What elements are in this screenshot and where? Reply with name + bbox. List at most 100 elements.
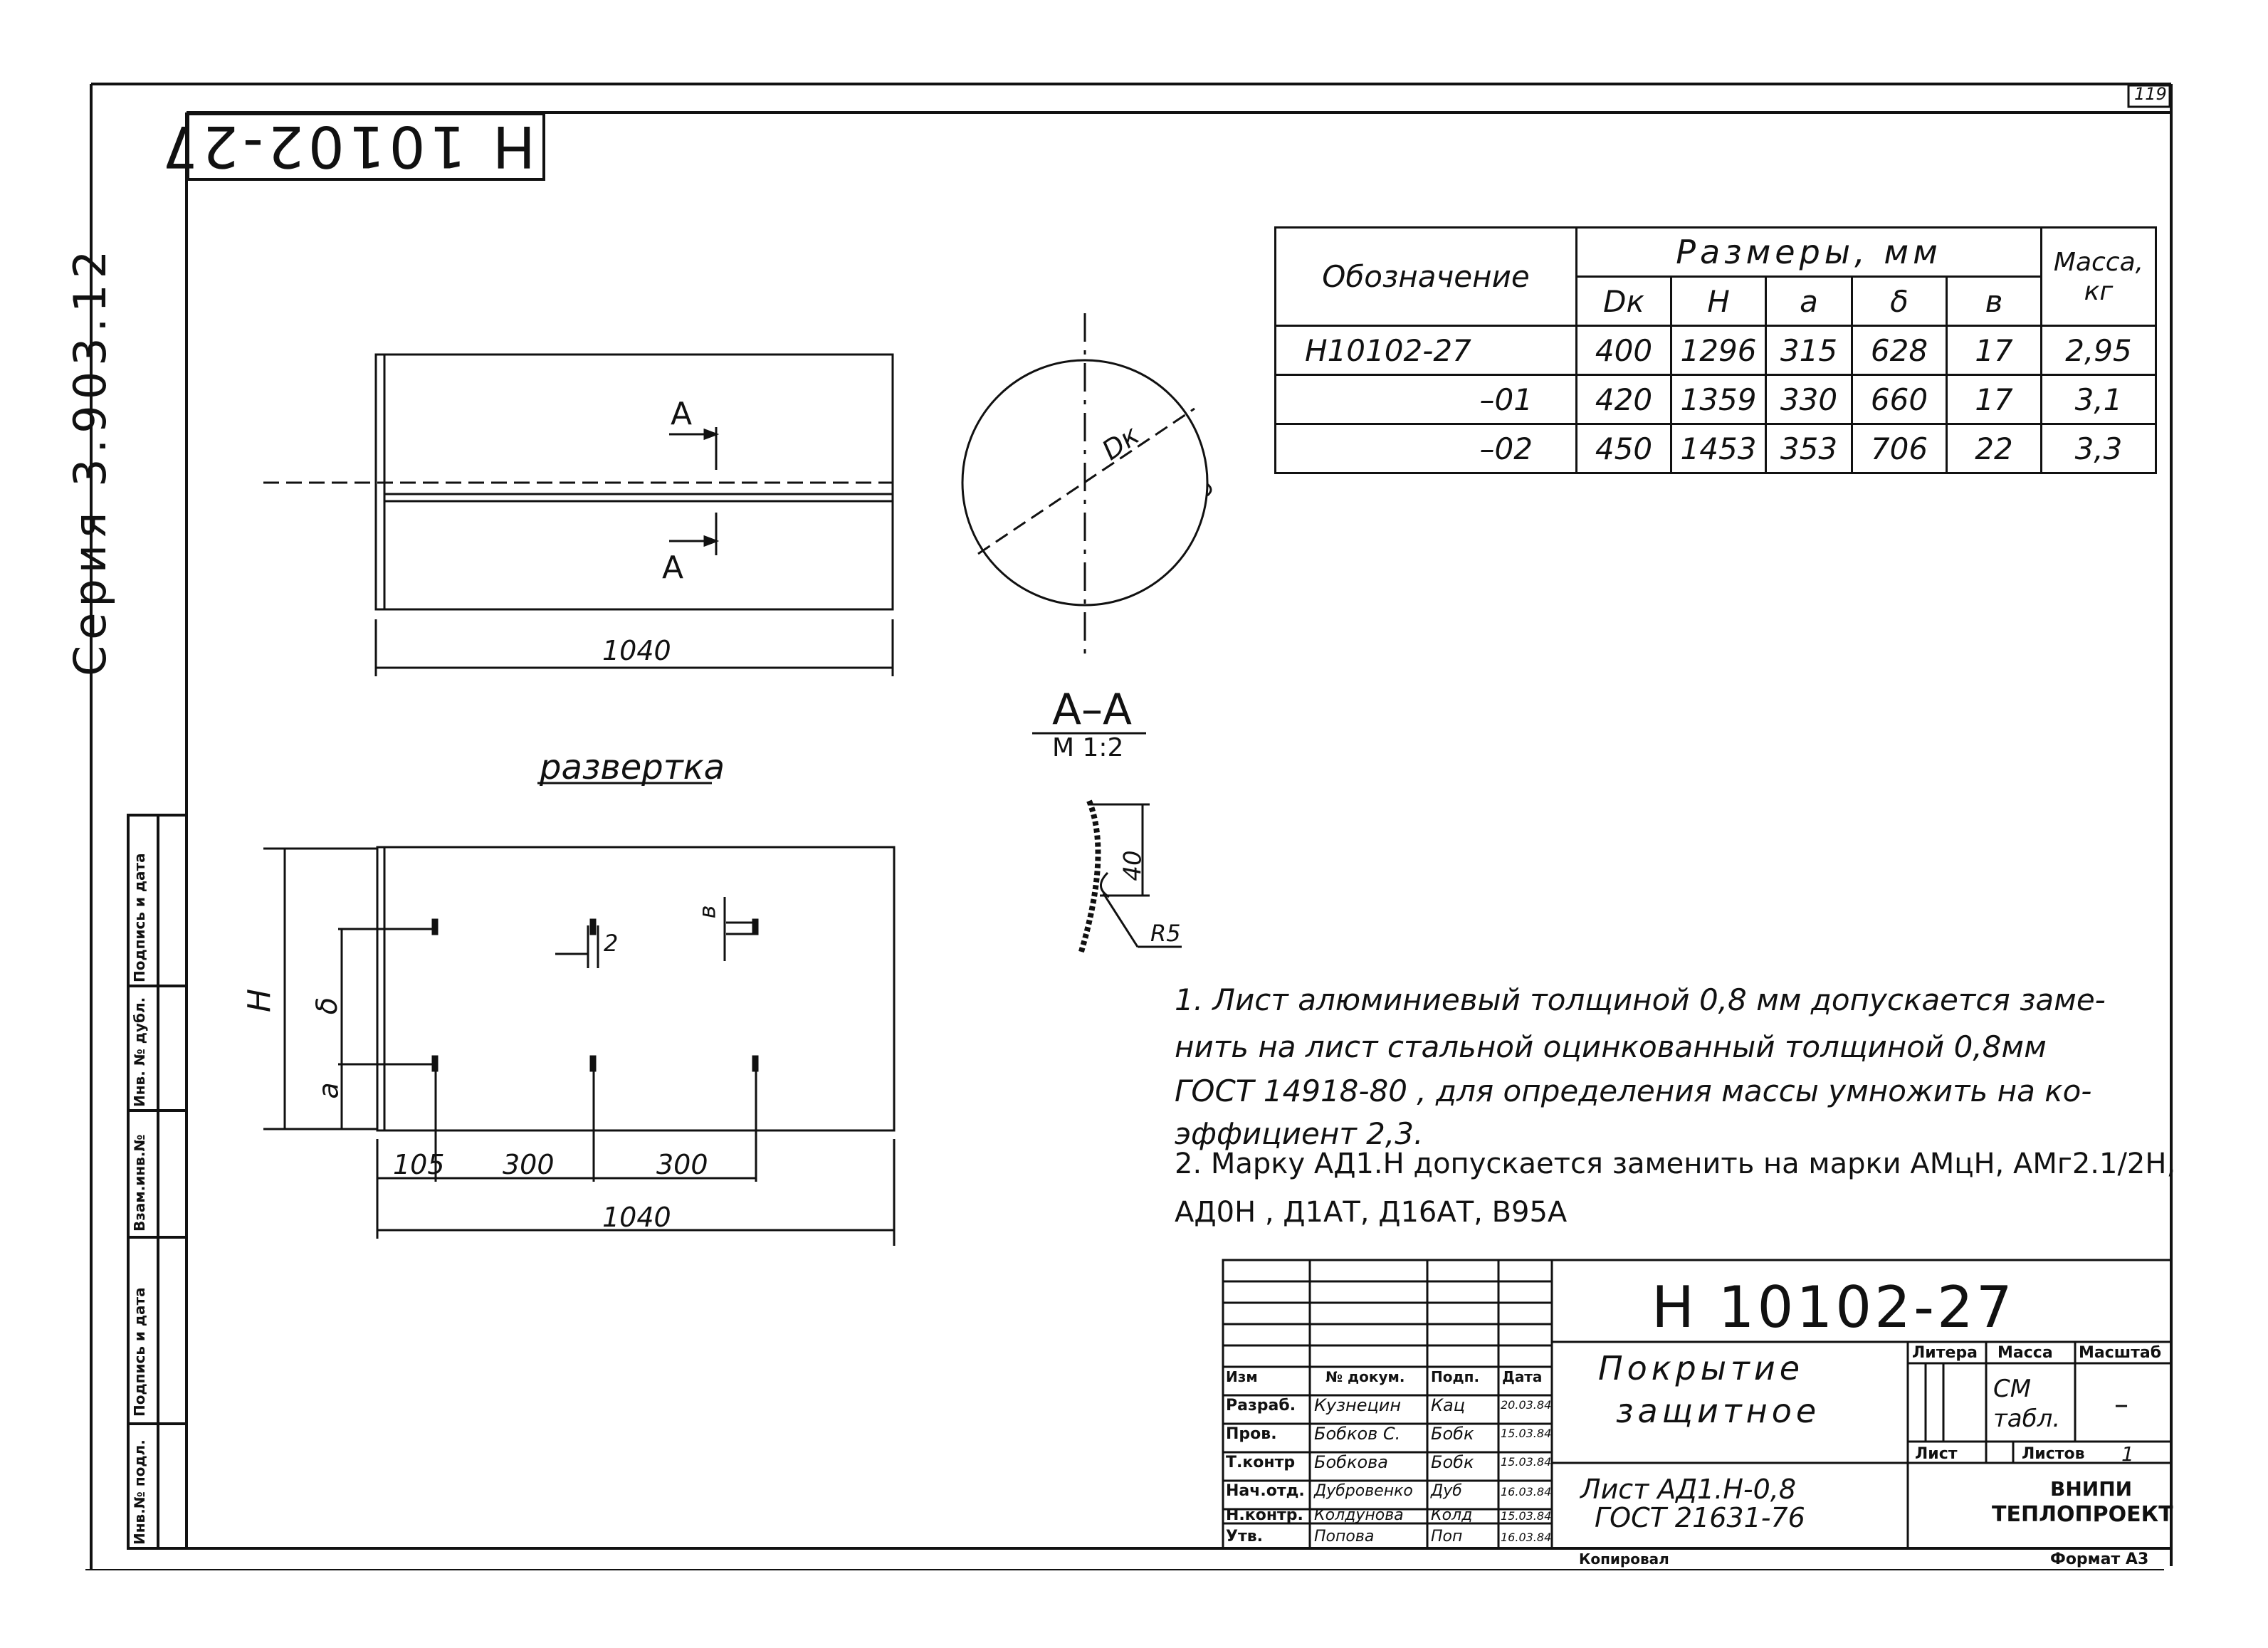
row-b: 17 xyxy=(1946,374,2042,425)
table-row: Н10102-27 400 1296 315 628 17 2,95 xyxy=(1274,325,2157,376)
role-1-sign: Кац xyxy=(1431,1395,1466,1415)
dim-slot-w: 2 xyxy=(604,930,619,957)
role-2-sign: Бобк xyxy=(1431,1424,1474,1444)
circle-view xyxy=(961,313,1212,662)
org-line-2: ТЕПЛОПРОЕКТ xyxy=(1992,1502,2173,1527)
note-line-6: АД0Н , Д1АТ, Д16АТ, В95А xyxy=(1175,1196,1568,1229)
unfold-view xyxy=(263,782,896,1246)
role-5: Н.контр. xyxy=(1226,1506,1303,1524)
col-delta: δ xyxy=(1851,275,1948,327)
copied-label: Копировал xyxy=(1579,1550,1669,1568)
dim-length: 1040 xyxy=(602,635,671,666)
note-line-2: нить на лист стальной оцинкованный толщи… xyxy=(1175,1029,2047,1064)
role-3-sign: Бобк xyxy=(1431,1452,1474,1472)
role-3-name: Бобкова xyxy=(1314,1452,1388,1472)
row-a: 330 xyxy=(1765,374,1853,425)
scale-value: – xyxy=(2114,1388,2128,1421)
row-dk: 420 xyxy=(1575,374,1672,425)
material-line-1: Лист АД1.Н-0,8 xyxy=(1580,1474,1797,1505)
table-row: –02 450 1453 353 706 22 3,3 xyxy=(1274,423,2157,474)
role-2: Пров. xyxy=(1226,1425,1277,1443)
role-1-date: 20.03.84 xyxy=(1501,1398,1552,1412)
col-b: в xyxy=(1946,275,2042,327)
side-stamp-cell-1: Подпись и дата xyxy=(131,853,148,982)
dim-105: 105 xyxy=(393,1149,445,1180)
row-dk: 450 xyxy=(1575,423,1672,474)
header-sizes: Размеры, мм xyxy=(1575,226,2042,278)
role-6: Утв. xyxy=(1226,1528,1263,1545)
role-4-name: Дубровенко xyxy=(1314,1482,1413,1500)
side-view xyxy=(263,353,894,676)
col-h: H xyxy=(1670,275,1767,327)
col-a: a xyxy=(1765,275,1853,327)
col-doc: № докум. xyxy=(1325,1368,1405,1385)
size-table: Обозначение Размеры, мм Масса, кг Dк H a… xyxy=(1274,226,2157,474)
row-h: 1453 xyxy=(1670,423,1767,474)
dim-300-a: 300 xyxy=(503,1149,555,1180)
row-d: 628 xyxy=(1851,325,1948,376)
role-4: Нач.отд. xyxy=(1226,1482,1305,1500)
scale-label: Масштаб xyxy=(2079,1344,2162,1362)
col-date: Дата xyxy=(1502,1368,1543,1385)
table-row: –01 420 1359 330 660 17 3,1 xyxy=(1274,374,2157,425)
series-label: Серия 3.903.12 xyxy=(64,244,116,676)
section-mark-top: А xyxy=(671,396,693,432)
row-h: 1359 xyxy=(1670,374,1767,425)
format-label: Формат А3 xyxy=(2050,1550,2149,1568)
role-5-date: 15.03.84 xyxy=(1501,1509,1552,1523)
role-5-name: Колдунова xyxy=(1314,1506,1404,1524)
row-b: 22 xyxy=(1946,423,2042,474)
sheets-label: Листов xyxy=(2022,1445,2085,1463)
row-name: Н10102-27 xyxy=(1274,325,1577,376)
role-1-name: Кузнецин xyxy=(1314,1395,1402,1415)
rotated-stamp: Н 10102-27 xyxy=(157,113,535,179)
name-line-1: Покрытие xyxy=(1598,1349,1805,1387)
side-stamp-cell-2: Инв. № дубл. xyxy=(131,997,148,1107)
row-a: 315 xyxy=(1765,325,1853,376)
litera-label: Литера xyxy=(1912,1344,1978,1362)
role-4-sign: Дуб xyxy=(1431,1482,1462,1500)
note-line-1: 1. Лист алюминиевый толщиной 0,8 мм допу… xyxy=(1175,982,2106,1017)
row-mass: 2,95 xyxy=(2040,325,2157,376)
row-a: 353 xyxy=(1765,423,1853,474)
mass-value: СМ табл. xyxy=(1993,1375,2061,1433)
section-title: А–А xyxy=(1052,685,1133,735)
section-view xyxy=(1032,732,1182,955)
rotated-stamp-box xyxy=(187,112,545,181)
col-izm: Изм xyxy=(1226,1368,1258,1385)
org-line-1: ВНИПИ xyxy=(2050,1477,2133,1501)
section-radius: R5 xyxy=(1150,920,1181,947)
note-line-5: 2. Марку АД1.Н допускается заменить на м… xyxy=(1175,1148,2176,1180)
header-mass: Масса, кг xyxy=(2040,226,2157,327)
name-line-2: защитное xyxy=(1616,1392,1821,1430)
note-line-3: ГОСТ 14918-80 , для определения массы ум… xyxy=(1175,1074,2092,1108)
row-mass: 3,3 xyxy=(2040,423,2157,474)
row-h: 1296 xyxy=(1670,325,1767,376)
dim-a: а xyxy=(313,1082,345,1099)
role-1: Разраб. xyxy=(1226,1397,1296,1415)
row-b: 17 xyxy=(1946,325,2042,376)
role-3: Т.контр xyxy=(1226,1454,1296,1471)
sheet-number: 119 xyxy=(2134,84,2167,104)
col-sign: Подп. xyxy=(1431,1368,1480,1385)
role-2-name: Бобков С. xyxy=(1314,1424,1401,1444)
dim-delta: δ xyxy=(311,997,345,1015)
unfold-title: развертка xyxy=(540,747,725,787)
row-name: –01 xyxy=(1274,374,1577,425)
dim-h: Н xyxy=(241,988,278,1013)
role-2-date: 15.03.84 xyxy=(1501,1427,1552,1440)
role-6-date: 16.03.84 xyxy=(1501,1531,1552,1544)
role-4-date: 16.03.84 xyxy=(1501,1485,1552,1499)
row-name: –02 xyxy=(1274,423,1577,474)
side-stamp-cell-5: Инв.№ подл. xyxy=(131,1439,148,1545)
sheets-value: 1 xyxy=(2121,1442,2134,1466)
header-designation: Обозначение xyxy=(1274,226,1577,327)
side-stamp-cell-3: Взам.инв.№ xyxy=(131,1134,148,1232)
note-line-4: эффициент 2,3. xyxy=(1175,1116,1424,1151)
role-6-name: Попова xyxy=(1314,1528,1375,1545)
dim-300-b: 300 xyxy=(656,1149,708,1180)
role-3-date: 15.03.84 xyxy=(1501,1455,1552,1469)
mass-label: Масса xyxy=(1997,1344,2053,1362)
row-dk: 400 xyxy=(1575,325,1672,376)
